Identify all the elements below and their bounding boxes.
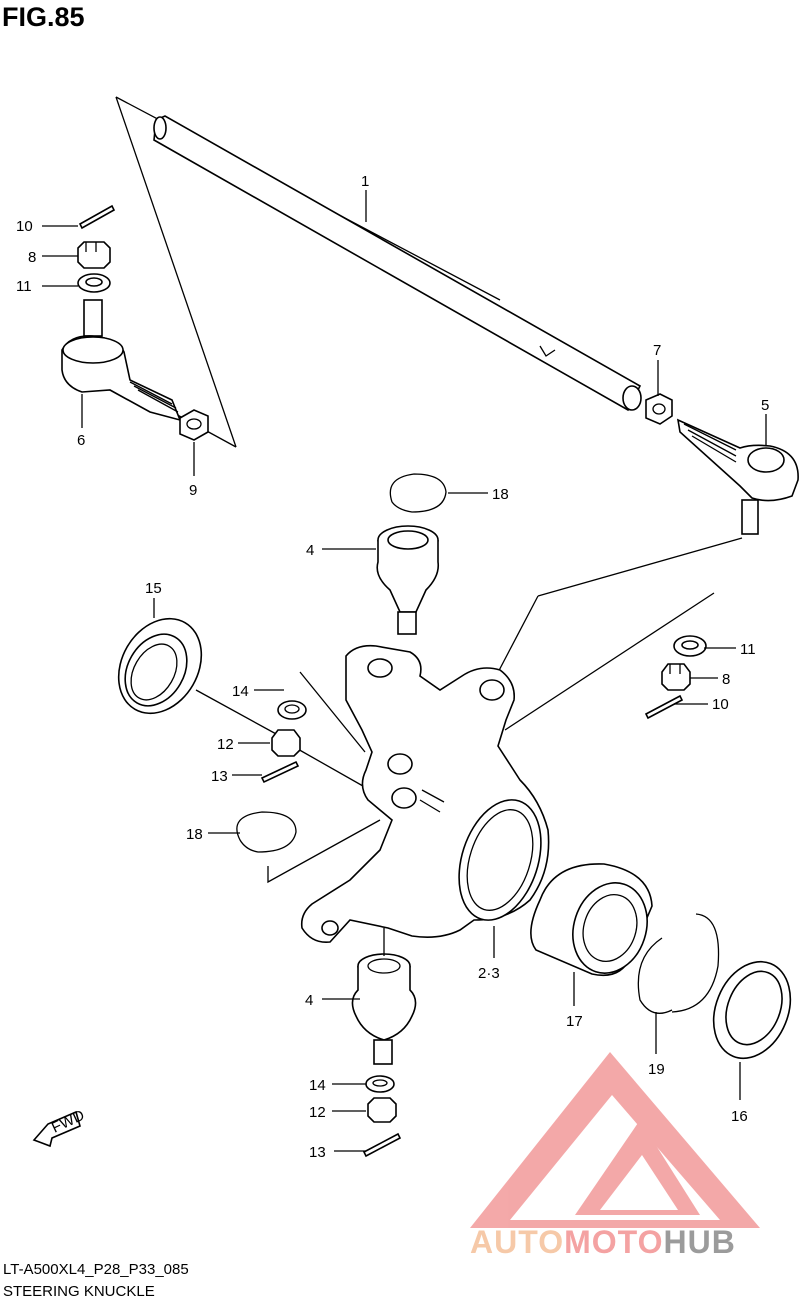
washer-mid bbox=[277, 700, 307, 720]
steering-knuckle bbox=[300, 644, 550, 944]
callout-12-bottom: 12 bbox=[309, 1104, 326, 1121]
callout-11-right: 11 bbox=[740, 641, 756, 658]
watermark-hub: HUB bbox=[663, 1224, 736, 1260]
leader-lines bbox=[42, 190, 767, 1152]
cotter-pin-mid bbox=[260, 760, 300, 784]
ball-joint-bottom bbox=[351, 953, 417, 1065]
callout-18-mid: 18 bbox=[186, 826, 203, 843]
watermark-text: AUTOMOTOHUB bbox=[470, 1224, 736, 1261]
watermark-moto: MOTO bbox=[564, 1224, 664, 1260]
callout-13-bottom: 13 bbox=[309, 1144, 326, 1161]
forward-direction-arrow: FWD bbox=[32, 1107, 87, 1148]
callout-13-mid: 13 bbox=[211, 768, 228, 785]
callout-12-mid: 12 bbox=[217, 736, 234, 753]
callout-1: 1 bbox=[361, 173, 369, 190]
model-code: LT-A500XL4_P28_P33_085 bbox=[3, 1261, 189, 1278]
callout-10-left: 10 bbox=[16, 218, 33, 235]
cotter-pin-right bbox=[644, 694, 684, 720]
circlip-19b bbox=[671, 913, 720, 1013]
watermark-logo bbox=[470, 1052, 760, 1228]
castle-nut-left bbox=[77, 241, 111, 269]
callout-15: 15 bbox=[145, 580, 162, 597]
callout-17: 17 bbox=[566, 1013, 583, 1030]
callout-5: 5 bbox=[761, 397, 769, 414]
callout-14-bottom: 14 bbox=[309, 1077, 326, 1094]
callout-6: 6 bbox=[77, 432, 85, 449]
castle-nut-right bbox=[661, 663, 691, 691]
cotter-pin-bottom bbox=[362, 1132, 402, 1158]
callout-numbers: 1 2·3 4 4 5 6 7 8 8 9 10 10 11 11 12 12 … bbox=[16, 173, 769, 1161]
figure-name: STEERING KNUCKLE bbox=[3, 1283, 155, 1300]
callout-8-right: 8 bbox=[722, 671, 730, 688]
tie-rod bbox=[153, 115, 642, 412]
ball-joint-top bbox=[376, 525, 440, 635]
cotter-pin-left bbox=[78, 204, 116, 230]
callout-16: 16 bbox=[731, 1108, 748, 1125]
oil-seal-left bbox=[117, 617, 203, 715]
callout-4-top: 4 bbox=[306, 542, 314, 559]
callout-4-bottom: 4 bbox=[305, 992, 313, 1009]
watermark-auto: AUTO bbox=[470, 1224, 565, 1260]
tie-rod-end-right bbox=[676, 418, 799, 535]
callout-10-right: 10 bbox=[712, 696, 729, 713]
callout-19: 19 bbox=[648, 1061, 665, 1078]
oil-seal-right bbox=[712, 960, 792, 1060]
wheel-bearing bbox=[530, 863, 653, 977]
callout-9: 9 bbox=[189, 482, 197, 499]
castle-nut-mid bbox=[271, 729, 301, 757]
jam-nut-right bbox=[645, 393, 673, 425]
callout-8-left: 8 bbox=[28, 249, 36, 266]
washer-left bbox=[77, 273, 111, 293]
washer-bottom bbox=[365, 1075, 395, 1093]
callout-14-mid: 14 bbox=[232, 683, 249, 700]
washer-right bbox=[673, 635, 707, 657]
figure-title: FIG.85 bbox=[2, 2, 85, 32]
fwd-label: FWD bbox=[49, 1107, 87, 1137]
castle-nut-bottom bbox=[367, 1097, 397, 1123]
lock-nut bbox=[179, 409, 209, 441]
callout-7: 7 bbox=[653, 342, 661, 359]
callout-11-left: 11 bbox=[16, 278, 32, 295]
circlip-mid bbox=[236, 811, 297, 853]
circlip-19a bbox=[637, 937, 673, 1014]
callout-2-3: 2·3 bbox=[478, 965, 500, 982]
callout-18-top: 18 bbox=[492, 486, 509, 503]
circlip-top bbox=[389, 473, 447, 513]
tie-rod-end-left bbox=[61, 299, 182, 422]
